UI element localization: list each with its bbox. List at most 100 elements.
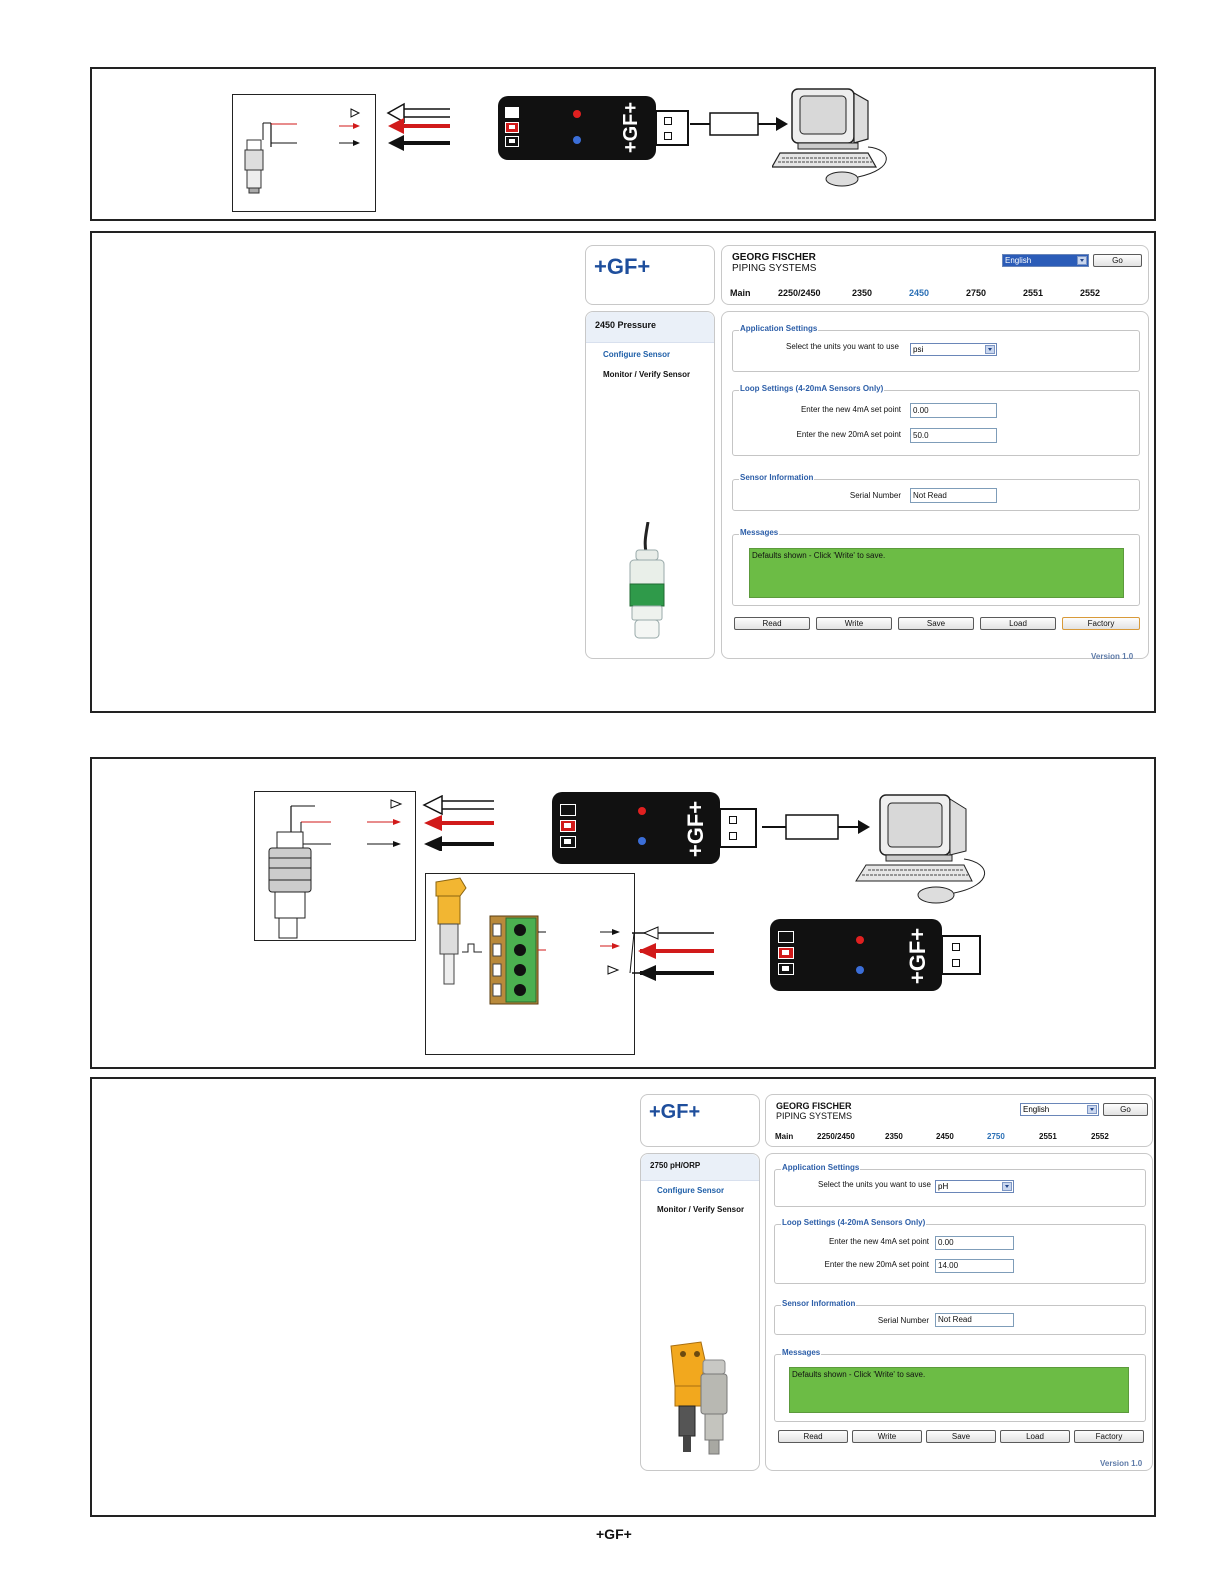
sw2750-sensor-info-legend: Sensor Information: [781, 1299, 857, 1308]
chevron-down-icon: [1087, 1105, 1097, 1114]
sw2750-header: GEORG FISCHER PIPING SYSTEMS English Go …: [765, 1094, 1153, 1147]
sw2750-messages-legend: Messages: [781, 1348, 822, 1357]
sw2750-save-button[interactable]: Save: [926, 1430, 996, 1443]
software-2750-panel: +GF+ GEORG FISCHER PIPING SYSTEMS Englis…: [90, 1077, 1156, 1517]
sw2450-brand-line1: GEORG FISCHER: [732, 252, 816, 263]
sensor-2450-box: [232, 94, 376, 212]
sw2750-main: Application Settings Select the units yo…: [765, 1153, 1153, 1471]
footer-gf-logo: +GF+: [596, 1526, 632, 1542]
sw2750-nav-2450[interactable]: 2450: [936, 1132, 954, 1141]
usb-cable-svg: [762, 814, 870, 840]
sw2450-write-button[interactable]: Write: [816, 617, 892, 630]
sensor-2750-wiring-svg: [268, 799, 403, 939]
sw2750-sensor-info-fieldset: Sensor Information Serial Number Not Rea…: [774, 1299, 1146, 1335]
sw2450-gf-logo: +GF+: [594, 254, 651, 279]
sw2450-nav-2552[interactable]: 2552: [1080, 288, 1101, 298]
sw2450-4ma-label: Enter the new 4mA set point: [800, 405, 901, 414]
sw2750-messages-fieldset: Messages Defaults shown - Click 'Write' …: [774, 1348, 1146, 1422]
ph-terminal-svg: [435, 877, 620, 1005]
pressure-sensor-image: [629, 522, 665, 639]
sw2750-read-button[interactable]: Read: [778, 1430, 848, 1443]
sw2750-write-button[interactable]: Write: [852, 1430, 922, 1443]
sw2750-version: Version 1.0: [1100, 1459, 1143, 1468]
sw2750-go-button[interactable]: Go: [1103, 1103, 1148, 1116]
sw2450-load-button[interactable]: Load: [980, 617, 1056, 630]
sw2750-20ma-label: Enter the new 20mA set point: [824, 1260, 929, 1269]
sw2750-nav-2250-2450[interactable]: 2250/2450: [817, 1132, 855, 1141]
sw2450-sidebar-title: 2450 Pressure: [595, 320, 657, 330]
sw2750-nav-2350[interactable]: 2350: [885, 1132, 903, 1141]
sw2450-nav-2551[interactable]: 2551: [1023, 288, 1044, 298]
adapter-gf-logo: +GF+: [683, 800, 709, 858]
sw2450-sensor-info-fieldset: Sensor Information Serial Number Not Rea…: [732, 473, 1140, 511]
sw2450-app-settings-legend: Application Settings: [739, 324, 819, 333]
sw2750-units-label: Select the units you want to use: [818, 1180, 931, 1189]
sw2450-version: Version 1.0: [1091, 652, 1134, 661]
sw2750-factory-button[interactable]: Factory: [1074, 1430, 1144, 1443]
sw2750-logo-box: +GF+: [640, 1094, 760, 1147]
signal-arrows-svg: [422, 795, 494, 851]
sw2750-language-value: English: [1023, 1105, 1050, 1114]
sw2750-gf-logo: +GF+: [649, 1101, 701, 1123]
signal-arrows-svg: [386, 102, 450, 151]
sw2750-nav-main[interactable]: Main: [775, 1132, 794, 1141]
usb-adapter-lower: +GF+: [770, 919, 990, 991]
sw2750-4ma-label: Enter the new 4mA set point: [828, 1237, 929, 1246]
sw2450-units-label: Select the units you want to use: [786, 342, 899, 351]
sw2750-language-select[interactable]: English: [1020, 1103, 1099, 1116]
ph-sensor-image: [670, 1341, 728, 1455]
sw2450-20ma-label: Enter the new 20mA set point: [796, 430, 901, 439]
sw2450-logo-box: +GF+: [585, 245, 715, 305]
sw2450-4ma-input[interactable]: 0.00: [910, 403, 997, 418]
sw2450-app-settings-fieldset: Application Settings Select the units yo…: [732, 324, 1140, 372]
sw2750-configure-sensor-link[interactable]: Configure Sensor: [657, 1186, 725, 1195]
sw2450-serial-label: Serial Number: [849, 491, 901, 500]
sw2750-loop-settings-legend: Loop Settings (4-20mA Sensors Only): [781, 1218, 927, 1227]
sw2750-units-select[interactable]: pH: [935, 1180, 1014, 1193]
computer-icon: [772, 88, 887, 187]
sw2450-messages-legend: Messages: [739, 528, 780, 537]
sw2450-configure-sensor-link[interactable]: Configure Sensor: [603, 350, 671, 359]
sw2750-sidebar-title: 2750 pH/ORP: [650, 1161, 701, 1170]
sw2750-sidebar: 2750 pH/ORP Configure Sensor Monitor / V…: [640, 1153, 760, 1471]
sw2750-nav-2552[interactable]: 2552: [1091, 1132, 1109, 1141]
sw2450-units-value: psi: [913, 345, 924, 354]
sw2450-nav-2750[interactable]: 2750: [966, 288, 987, 298]
sw2750-app-settings-legend: Application Settings: [781, 1163, 861, 1172]
sw2750-loop-settings-fieldset: Loop Settings (4-20mA Sensors Only) Ente…: [774, 1218, 1146, 1284]
sw2450-messages-fieldset: Messages Defaults shown - Click 'Write' …: [732, 528, 1140, 606]
sw2450-nav-2250-2450[interactable]: 2250/2450: [778, 288, 821, 298]
sw2450-save-button[interactable]: Save: [898, 617, 974, 630]
sw2450-nav-main[interactable]: Main: [730, 288, 751, 298]
sw2450-units-select[interactable]: psi: [910, 343, 997, 356]
software-2450-panel: +GF+ GEORG FISCHER PIPING SYSTEMS Englis…: [90, 231, 1156, 713]
sw2450-messages-box: Defaults shown - Click 'Write' to save.: [749, 548, 1124, 598]
sw2450-go-button[interactable]: Go: [1093, 254, 1142, 267]
sw2750-load-button[interactable]: Load: [1000, 1430, 1070, 1443]
sw2450-sensor-info-legend: Sensor Information: [739, 473, 815, 482]
sw2450-read-button[interactable]: Read: [734, 617, 810, 630]
sw2450-language-value: English: [1005, 256, 1032, 265]
sensor-2750-box: [254, 791, 416, 941]
sw2450-factory-button[interactable]: Factory: [1062, 617, 1140, 630]
adapter-gf-logo: +GF+: [620, 101, 643, 154]
sensor-2450-wiring-svg: [244, 108, 361, 194]
sw2450-sidebar: 2450 Pressure Configure Sensor Monitor /…: [585, 311, 715, 659]
adapter-gf-logo: +GF+: [905, 927, 931, 985]
sw2450-monitor-sensor-link[interactable]: Monitor / Verify Sensor: [603, 370, 691, 379]
sw2750-monitor-sensor-link[interactable]: Monitor / Verify Sensor: [657, 1205, 745, 1214]
computer-icon: [855, 794, 985, 904]
sw2750-20ma-input[interactable]: 14.00: [935, 1259, 1014, 1273]
sw2750-serial-input[interactable]: Not Read: [935, 1313, 1014, 1327]
sw2450-nav-2450[interactable]: 2450: [909, 288, 930, 298]
sw2450-nav-2350[interactable]: 2350: [852, 288, 873, 298]
sw2450-20ma-input[interactable]: 50.0: [910, 428, 997, 443]
sw2450-loop-settings-legend: Loop Settings (4-20mA Sensors Only): [739, 384, 885, 393]
sw2750-4ma-input[interactable]: 0.00: [935, 1236, 1014, 1250]
sw2750-nav-2750[interactable]: 2750: [987, 1132, 1005, 1141]
sw2450-language-select[interactable]: English: [1002, 254, 1089, 267]
sw2750-nav-2551[interactable]: 2551: [1039, 1132, 1057, 1141]
sw2450-serial-input[interactable]: Not Read: [910, 488, 997, 503]
sw2750-brand-line2: PIPING SYSTEMS: [776, 1111, 853, 1121]
